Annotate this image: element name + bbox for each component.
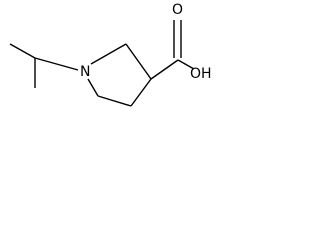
bond-c3-to-c4 [130,78,152,107]
bond-c3-to-carboxyl [150,59,179,80]
carbonyl-oxygen-label: O [172,2,183,18]
bond-c5-to-n [87,78,99,97]
bond-carboxyl-to-oh [177,59,195,70]
bond-n-to-c2 [90,43,127,65]
nitrogen-label: N [80,64,90,80]
bond-c4-to-c5 [97,95,132,107]
hydroxyl-label: OH [190,66,212,82]
bond-isopropyl-to-n [34,57,79,71]
molecule-svg: N O OH [9,2,212,107]
bond-c2-to-c3 [125,43,152,80]
structure-diagram: N O OH [0,0,218,122]
bond-methyl-top [9,43,36,59]
